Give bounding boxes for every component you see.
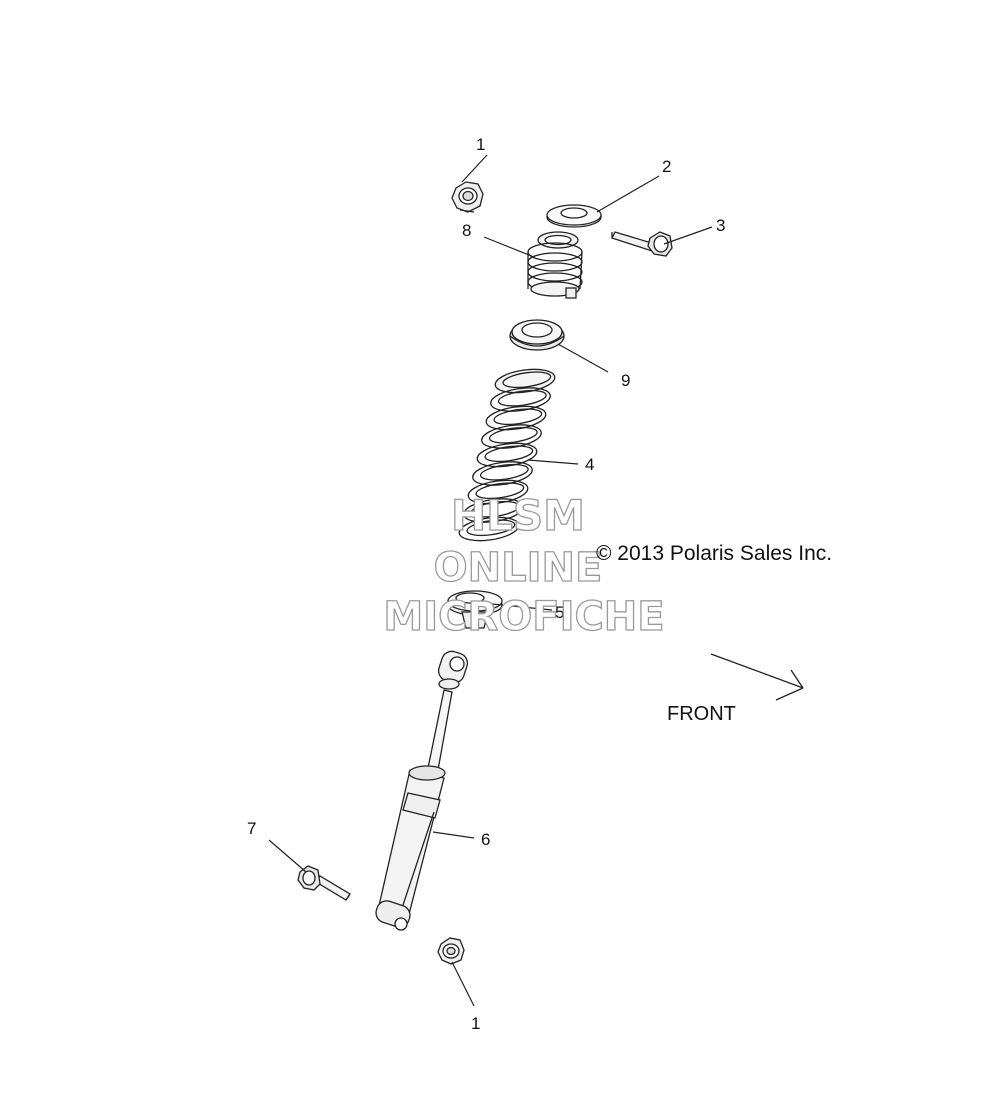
spring-main-icon xyxy=(458,368,556,542)
callout-3: 3 xyxy=(716,216,725,235)
spring-coil-inner xyxy=(470,500,520,518)
spring-coil-inner xyxy=(502,371,552,389)
spring-coil-inner xyxy=(497,389,547,407)
copyright-text: © 2013 Polaris Sales Inc. xyxy=(596,542,832,565)
callout-7: 7 xyxy=(247,819,256,838)
spring-coil xyxy=(490,387,551,412)
leader-1-bottom xyxy=(451,961,475,1007)
spring-coil-inner xyxy=(475,482,525,500)
callout-1-top: 1 xyxy=(476,135,485,154)
spring-small-icon xyxy=(527,231,583,299)
callout-9: 9 xyxy=(621,371,630,390)
callout-4: 4 xyxy=(585,455,594,474)
nut-top-icon xyxy=(451,181,484,213)
callout-2: 2 xyxy=(662,157,671,176)
front-arrow-icon xyxy=(710,653,804,701)
bolt-top-icon xyxy=(611,231,673,257)
spring-coil xyxy=(458,516,520,542)
leader-3 xyxy=(663,226,713,245)
leader-lines xyxy=(268,154,713,1007)
leader-8 xyxy=(483,236,535,258)
callout-1-bottom: 1 xyxy=(471,1014,480,1033)
spring-coil-inner xyxy=(466,519,516,537)
leader-6 xyxy=(432,831,475,839)
watermark-line-2: ONLINE xyxy=(434,545,603,591)
spring-coil xyxy=(463,498,524,523)
nut-lower-icon xyxy=(437,937,465,965)
retainer-top-icon xyxy=(546,204,602,228)
leader-4 xyxy=(527,459,579,465)
front-label: FRONT xyxy=(667,703,736,725)
spring-coil xyxy=(472,461,533,486)
spring-coil-inner xyxy=(479,463,529,481)
callout-6: 6 xyxy=(481,830,490,849)
spring-coil-inner xyxy=(488,426,538,444)
leader-5 xyxy=(491,603,553,611)
spring-coil xyxy=(481,424,542,449)
shock-absorber-icon xyxy=(375,650,469,931)
watermark-line-3: MICROFICHE xyxy=(383,594,664,640)
spring-coil xyxy=(467,479,529,505)
callout-8: 8 xyxy=(462,221,471,240)
spring-coil-inner xyxy=(493,408,543,426)
spring-coil-inner xyxy=(484,445,534,463)
callout-5: 5 xyxy=(555,603,564,622)
retainer-lower-icon xyxy=(447,590,503,629)
leader-9 xyxy=(557,343,609,373)
leader-2 xyxy=(596,175,660,213)
spring-coil xyxy=(485,405,547,431)
watermark-line-1: HLSM xyxy=(451,491,585,540)
leader-1-top xyxy=(461,154,488,183)
bolt-lower-icon xyxy=(297,865,351,901)
leader-7 xyxy=(268,839,307,873)
spring-coil xyxy=(476,442,538,468)
spring-seat-icon xyxy=(509,319,565,351)
